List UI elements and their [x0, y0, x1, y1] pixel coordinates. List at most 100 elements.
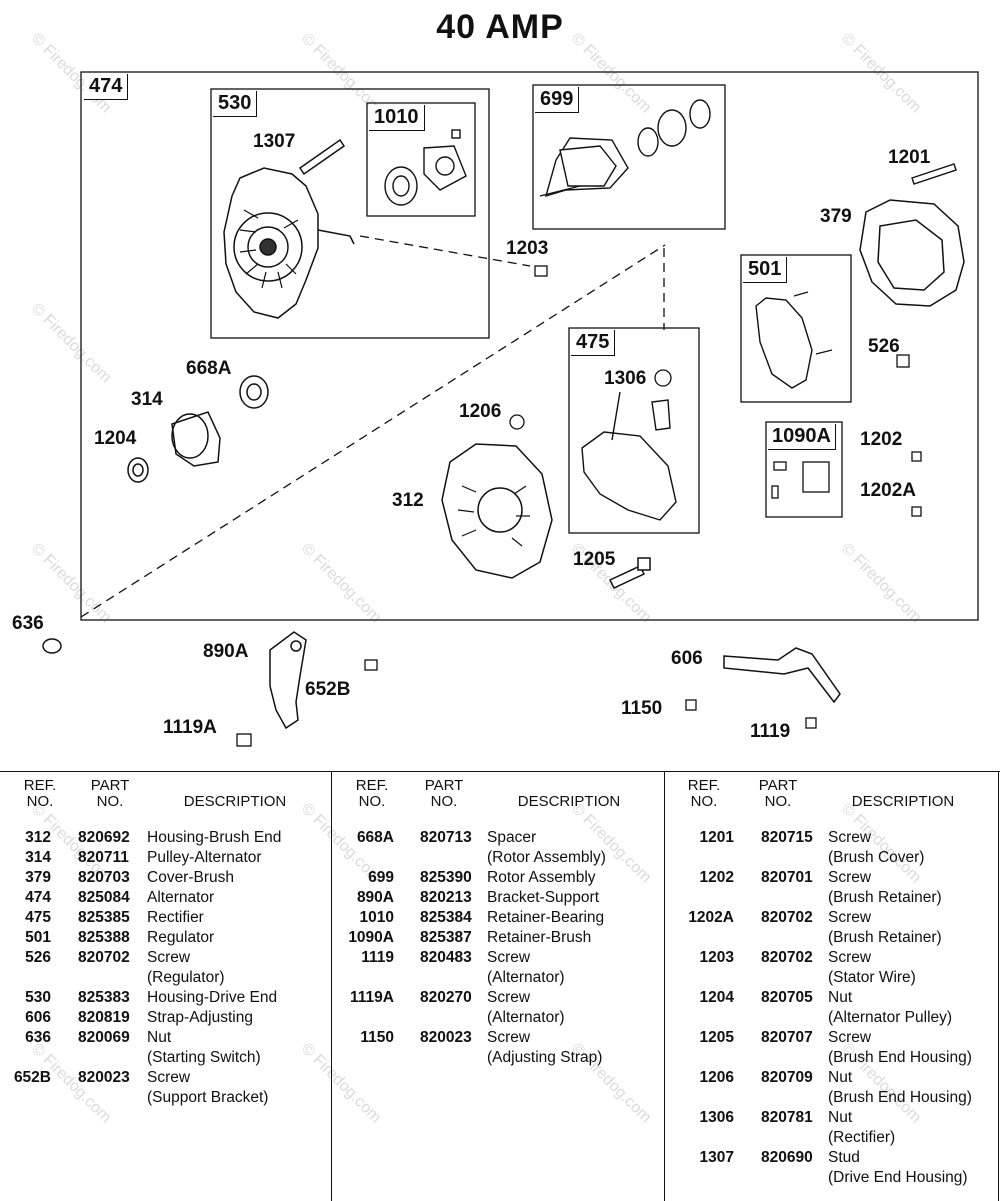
part-description: Screw: [828, 1029, 872, 1046]
part-no: 825390: [420, 869, 472, 886]
callout-526: 526: [868, 336, 900, 357]
header-ref-line1: REF.: [355, 777, 389, 794]
part-description: Alternator: [147, 889, 215, 906]
drive-end-housing-box: [210, 88, 490, 339]
callout-636: 636: [12, 613, 44, 634]
part-description: Housing-Drive End: [147, 989, 278, 1006]
table-row: (Brush Retainer): [666, 928, 998, 948]
part-description: (Rotor Assembly): [487, 849, 606, 866]
part-description: Stud: [828, 1149, 860, 1166]
ref-no: 699: [368, 869, 394, 886]
part-no: 820703: [78, 869, 130, 886]
part-description: Retainer-Bearing: [487, 909, 605, 926]
part-no: 820023: [78, 1069, 130, 1086]
part-no: 820702: [761, 909, 813, 926]
ref-no: 1306: [699, 1109, 734, 1126]
page-title: 40 AMP: [436, 8, 564, 46]
callout-1119a: 1119A: [163, 717, 217, 738]
header-ref-line2: NO.: [26, 793, 54, 810]
part-no: 825387: [420, 929, 472, 946]
callout-1203: 1203: [506, 238, 549, 259]
brush-cover: [859, 199, 965, 307]
box-label-530: 530: [213, 91, 258, 117]
rectifier-box: [568, 327, 700, 534]
rotor-assembly-box: [532, 84, 726, 230]
part-description: Rectifier: [147, 909, 204, 926]
part-no: 825384: [420, 909, 472, 926]
header-ref-line1: REF.: [687, 777, 721, 794]
part-description: (Support Bracket): [147, 1089, 269, 1106]
part-description: Screw: [487, 1029, 531, 1046]
table-row: (Drive End Housing): [666, 1168, 998, 1188]
ref-no: 312: [25, 829, 51, 846]
part-description: Screw: [828, 909, 872, 926]
part-description: Strap-Adjusting: [147, 1009, 253, 1026]
part-description: (Brush End Housing): [828, 1049, 972, 1066]
table-row: (Stator Wire): [666, 968, 998, 988]
part-no: 820023: [420, 1029, 472, 1046]
callout-1206: 1206: [459, 401, 502, 422]
part-description: Spacer: [487, 829, 537, 846]
part-description: Nut: [828, 989, 853, 1006]
part-description: (Adjusting Strap): [487, 1049, 603, 1066]
part-no: 820707: [761, 1029, 813, 1046]
callout-652b: 652B: [305, 679, 351, 700]
ref-no: 1202: [699, 869, 734, 886]
drive-end-housing: [223, 167, 355, 319]
support-bracket: [269, 631, 307, 730]
header-part-line1: PART: [90, 777, 130, 794]
part-description: Screw: [828, 869, 872, 886]
part-description: Housing-Brush End: [147, 829, 282, 846]
header-part-line2: NO.: [764, 793, 792, 810]
table-row: (Brush End Housing): [666, 1048, 998, 1068]
starting-switch-nut: [42, 638, 62, 654]
part-description: Screw: [487, 989, 531, 1006]
table-row: (Regulator): [0, 968, 331, 988]
part-description: Nut: [147, 1029, 172, 1046]
part-no: 820711: [78, 849, 129, 866]
table-row: 1010 825384 Retainer-Bearing: [332, 908, 664, 928]
spacer: [239, 375, 269, 409]
header-part-line1: PART: [758, 777, 798, 794]
part-no: 825385: [78, 909, 130, 926]
part-no: 820709: [761, 1069, 813, 1086]
pulley-nut: [127, 457, 149, 483]
ref-no: 1201: [699, 829, 734, 846]
brush-retainer-box: [765, 421, 843, 518]
header-description: DESCRIPTION: [517, 793, 621, 810]
part-description: (Alternator Pulley): [828, 1009, 953, 1026]
part-no: 820701: [761, 869, 813, 886]
rotor-assembly: [539, 99, 711, 198]
ref-no: 314: [25, 849, 51, 866]
brush-end-screw: [608, 557, 651, 589]
header-part-line2: NO.: [96, 793, 124, 810]
part-description: Screw: [487, 949, 531, 966]
table-row: (Alternator Pulley): [666, 1008, 998, 1028]
header-ref-line2: NO.: [690, 793, 718, 810]
part-description: Retainer-Brush: [487, 929, 592, 946]
brush-end-housing: [441, 443, 553, 579]
table-row: (Rotor Assembly): [332, 848, 664, 868]
brush-cover-screw: [911, 163, 957, 185]
ref-no: 1010: [359, 909, 394, 926]
table-row: (Brush Cover): [666, 848, 998, 868]
ref-no: 1203: [699, 949, 734, 966]
